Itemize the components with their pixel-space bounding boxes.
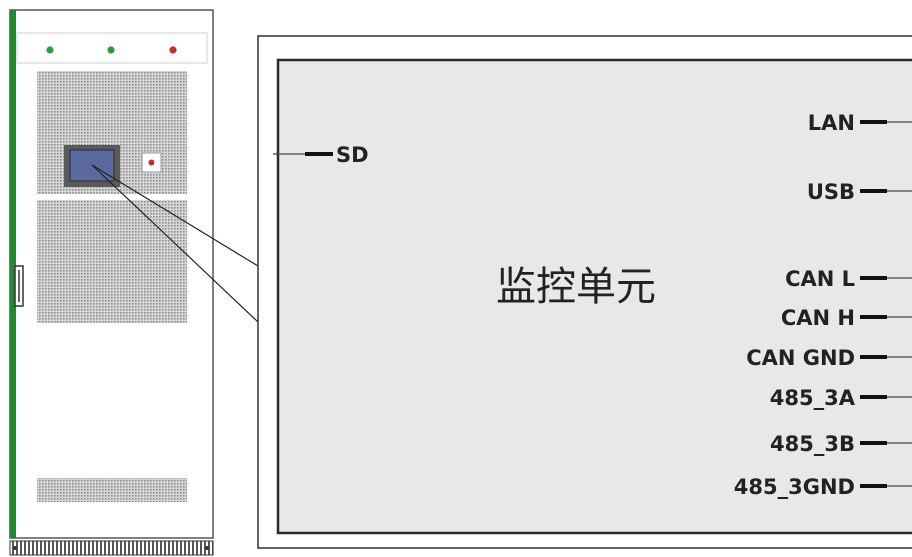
emergency-button <box>148 159 155 166</box>
port-label: 485_3GND <box>734 475 855 499</box>
port-lan: LAN <box>808 111 912 135</box>
monitoring-unit-detail: 监控单元 <box>257 35 912 549</box>
port-485-3a: 485_3A <box>770 386 912 410</box>
port-usb: USB <box>807 180 912 204</box>
port-485-3gnd: 485_3GND <box>734 475 912 499</box>
port-label: SD <box>336 143 369 167</box>
indicator-light <box>169 46 177 54</box>
zoom-callout-lines <box>91 164 259 323</box>
port-label: 485_3A <box>770 386 856 410</box>
port-label: LAN <box>808 111 855 135</box>
vent-grille-lower <box>37 200 187 323</box>
port-label: USB <box>807 180 855 204</box>
right-ports: LAN USB CAN L CAN H CAN GND 485_3A 485_3B 485_3… <box>734 111 912 499</box>
port-can-gnd: CAN GND <box>746 346 912 370</box>
port-can-h: CAN H <box>781 306 912 330</box>
base-bolt <box>13 546 17 550</box>
cabinet-door-edge <box>10 10 16 538</box>
cabinet-base <box>9 540 214 556</box>
port-label: CAN L <box>785 267 855 291</box>
indicator-light <box>46 46 54 54</box>
port-label: 485_3B <box>770 432 855 456</box>
indicator-light <box>107 46 115 54</box>
port-label: CAN GND <box>746 346 855 370</box>
port-label: CAN H <box>781 306 855 330</box>
equipment-cabinet <box>9 9 214 556</box>
port-sd: SD <box>273 143 369 167</box>
port-485-3b: 485_3B <box>770 432 912 456</box>
port-can-l: CAN L <box>785 267 912 291</box>
unit-title: 监控单元 <box>496 264 656 310</box>
base-bolt <box>205 546 209 550</box>
left-ports: SD <box>273 143 369 167</box>
unit-panel <box>276 58 912 535</box>
vent-grille-bottom <box>37 478 187 502</box>
